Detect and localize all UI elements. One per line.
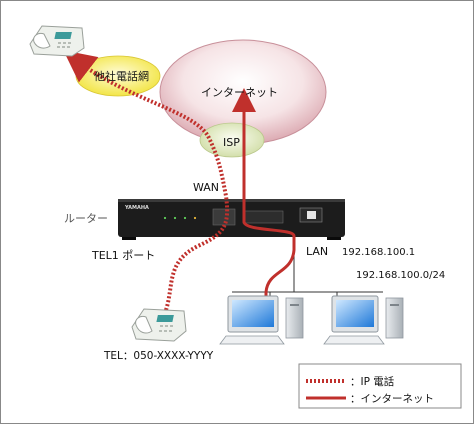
legend-ip-phone-label: ：IP 電話 xyxy=(350,375,395,388)
legend-box xyxy=(298,363,462,409)
legend: ：IP 電話 ：インターネット xyxy=(298,363,462,409)
router-brand: YAMAHA xyxy=(124,205,149,211)
desktop-computer-icon xyxy=(219,295,304,345)
internet-route xyxy=(232,88,296,300)
wan-label: WAN xyxy=(193,181,219,194)
tel1-port-label: TEL1 ポート xyxy=(91,249,155,262)
desk-phone-icon xyxy=(29,25,85,57)
isp-label: ISP xyxy=(223,136,240,149)
router-device-icon: YAMAHA xyxy=(118,199,345,240)
ip-phone-route xyxy=(63,50,230,311)
legend-internet-label: ：インターネット xyxy=(350,393,434,405)
router-label: ルーター xyxy=(64,212,108,225)
subnet-label: 192.168.100.0/24 xyxy=(356,270,445,281)
desk-phone-icon xyxy=(131,308,187,342)
other-carrier-label: 他社電話網 xyxy=(94,69,149,83)
router-ip-label: 192.168.100.1 xyxy=(342,247,415,258)
desktop-computer-icon xyxy=(323,295,404,345)
internet-label: インターネット xyxy=(201,86,278,99)
lan-label: LAN xyxy=(306,245,328,258)
isp-ellipse xyxy=(199,122,265,158)
tel-number-label: TEL：050-XXXX-YYYY xyxy=(103,350,214,362)
routes xyxy=(63,50,296,311)
